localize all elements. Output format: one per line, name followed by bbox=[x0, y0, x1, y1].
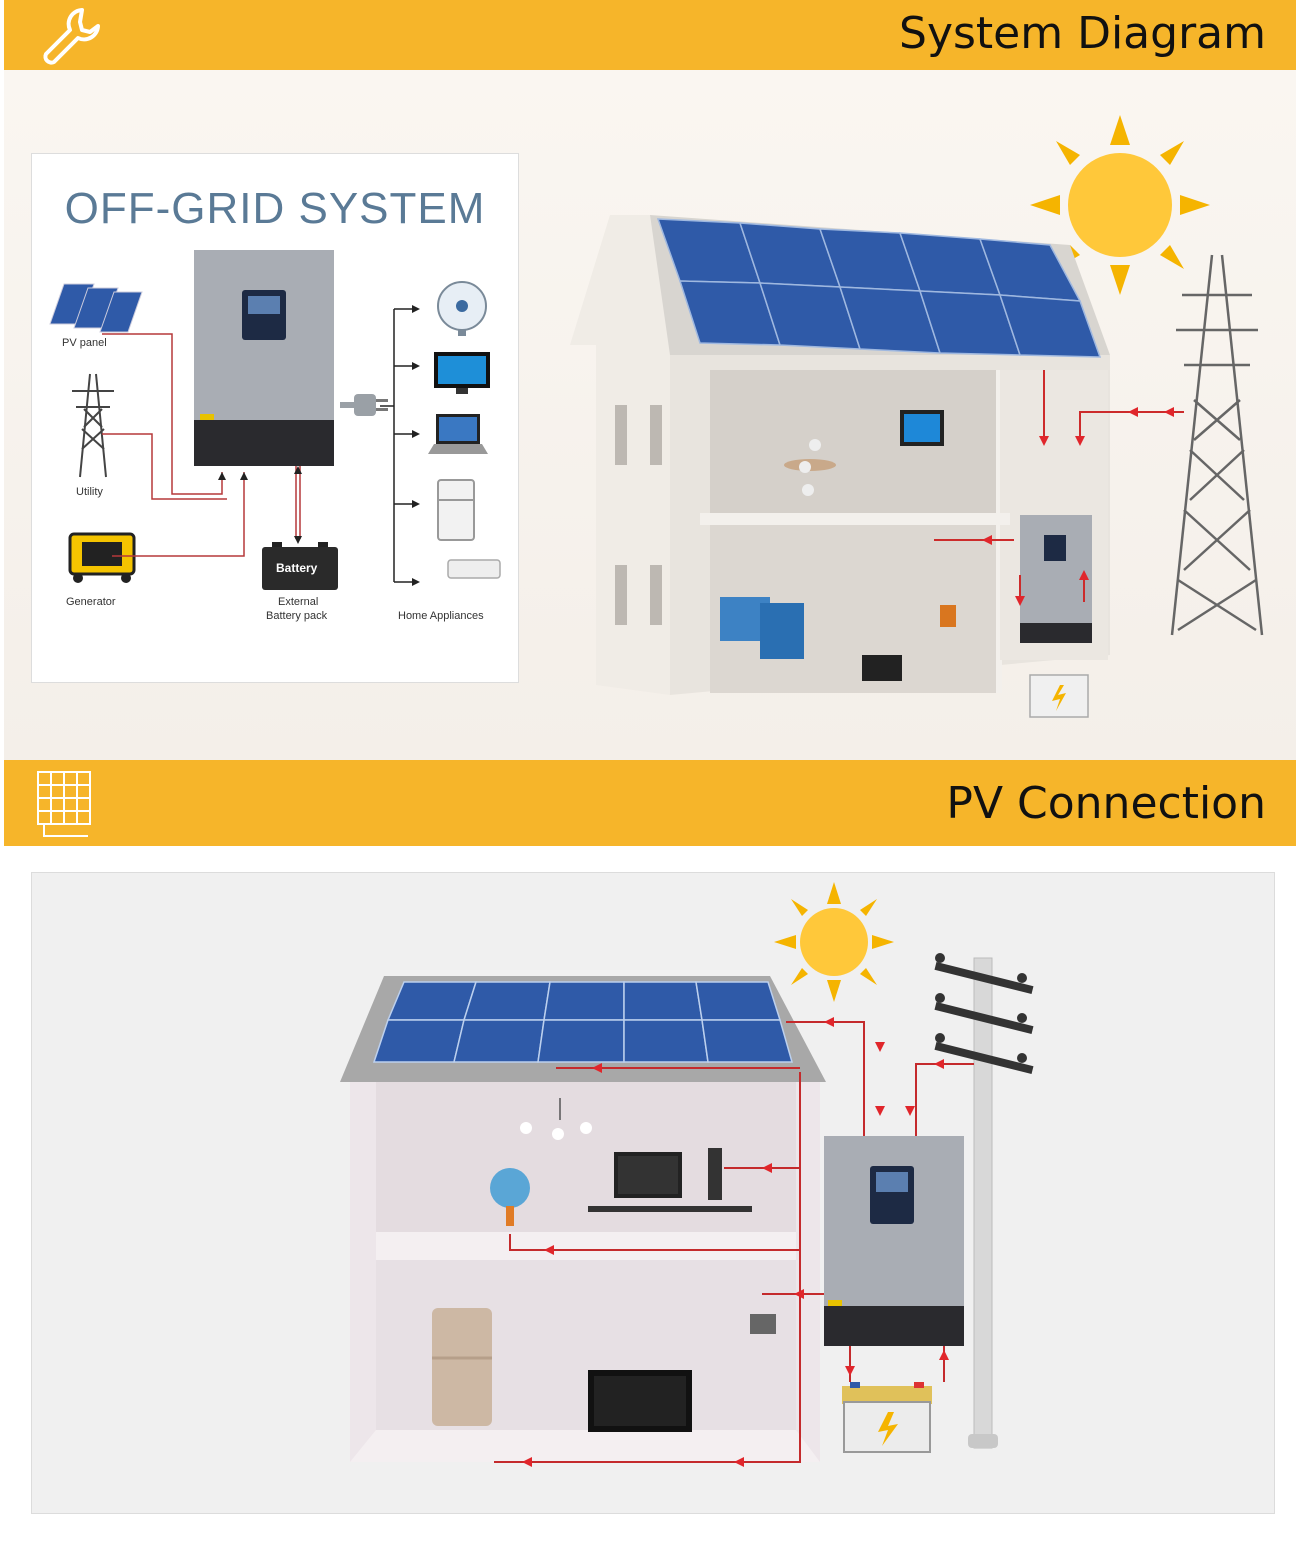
section-title: PV Connection bbox=[946, 778, 1266, 829]
label-pv-panel: PV panel bbox=[62, 337, 107, 349]
system-diagram-area: OFF-GRID SYSTEM PV panel Utility bbox=[4, 70, 1296, 760]
label-home-appliances: Home Appliances bbox=[398, 610, 484, 622]
label-utility: Utility bbox=[76, 486, 103, 498]
sun-icon bbox=[1030, 115, 1210, 295]
air-conditioner-icon bbox=[447, 559, 501, 579]
wrench-icon bbox=[43, 8, 100, 65]
generator-icon bbox=[68, 532, 136, 583]
inverter-unit bbox=[194, 250, 334, 466]
house-illustration bbox=[340, 976, 826, 1462]
plug-icon bbox=[340, 394, 388, 416]
section-title: System Diagram bbox=[899, 8, 1266, 59]
inverter-unit bbox=[824, 1136, 964, 1346]
label-external: External bbox=[278, 596, 319, 608]
pv-wiring bbox=[494, 1017, 974, 1467]
utility-pole bbox=[934, 953, 1034, 1449]
solar-panel-icon bbox=[37, 771, 91, 837]
label-battery-pack: Battery pack bbox=[266, 610, 328, 622]
utility-tower-icon bbox=[72, 373, 114, 478]
transmission-tower bbox=[1170, 254, 1264, 636]
battery-icon bbox=[262, 542, 338, 590]
off-grid-wiring bbox=[102, 305, 420, 586]
battery-icon bbox=[842, 1382, 932, 1453]
sun-icon bbox=[774, 882, 894, 1002]
off-grid-card: OFF-GRID SYSTEM PV panel Utility bbox=[31, 153, 519, 683]
pv-connection-area bbox=[4, 846, 1296, 1514]
section-banner-pv: PV Connection bbox=[4, 760, 1296, 846]
house1-wiring bbox=[934, 370, 1184, 606]
label-generator: Generator bbox=[66, 596, 116, 608]
fan-icon bbox=[437, 281, 487, 336]
house-illustration bbox=[570, 215, 1110, 718]
pv-panel-icon bbox=[49, 283, 143, 333]
monitor-icon bbox=[434, 352, 490, 394]
section-banner-system: System Diagram bbox=[4, 0, 1296, 70]
laptop-icon bbox=[428, 414, 488, 454]
card-title: OFF-GRID SYSTEM bbox=[64, 184, 486, 233]
battery-label: Battery bbox=[276, 561, 318, 575]
refrigerator-icon bbox=[437, 479, 475, 541]
